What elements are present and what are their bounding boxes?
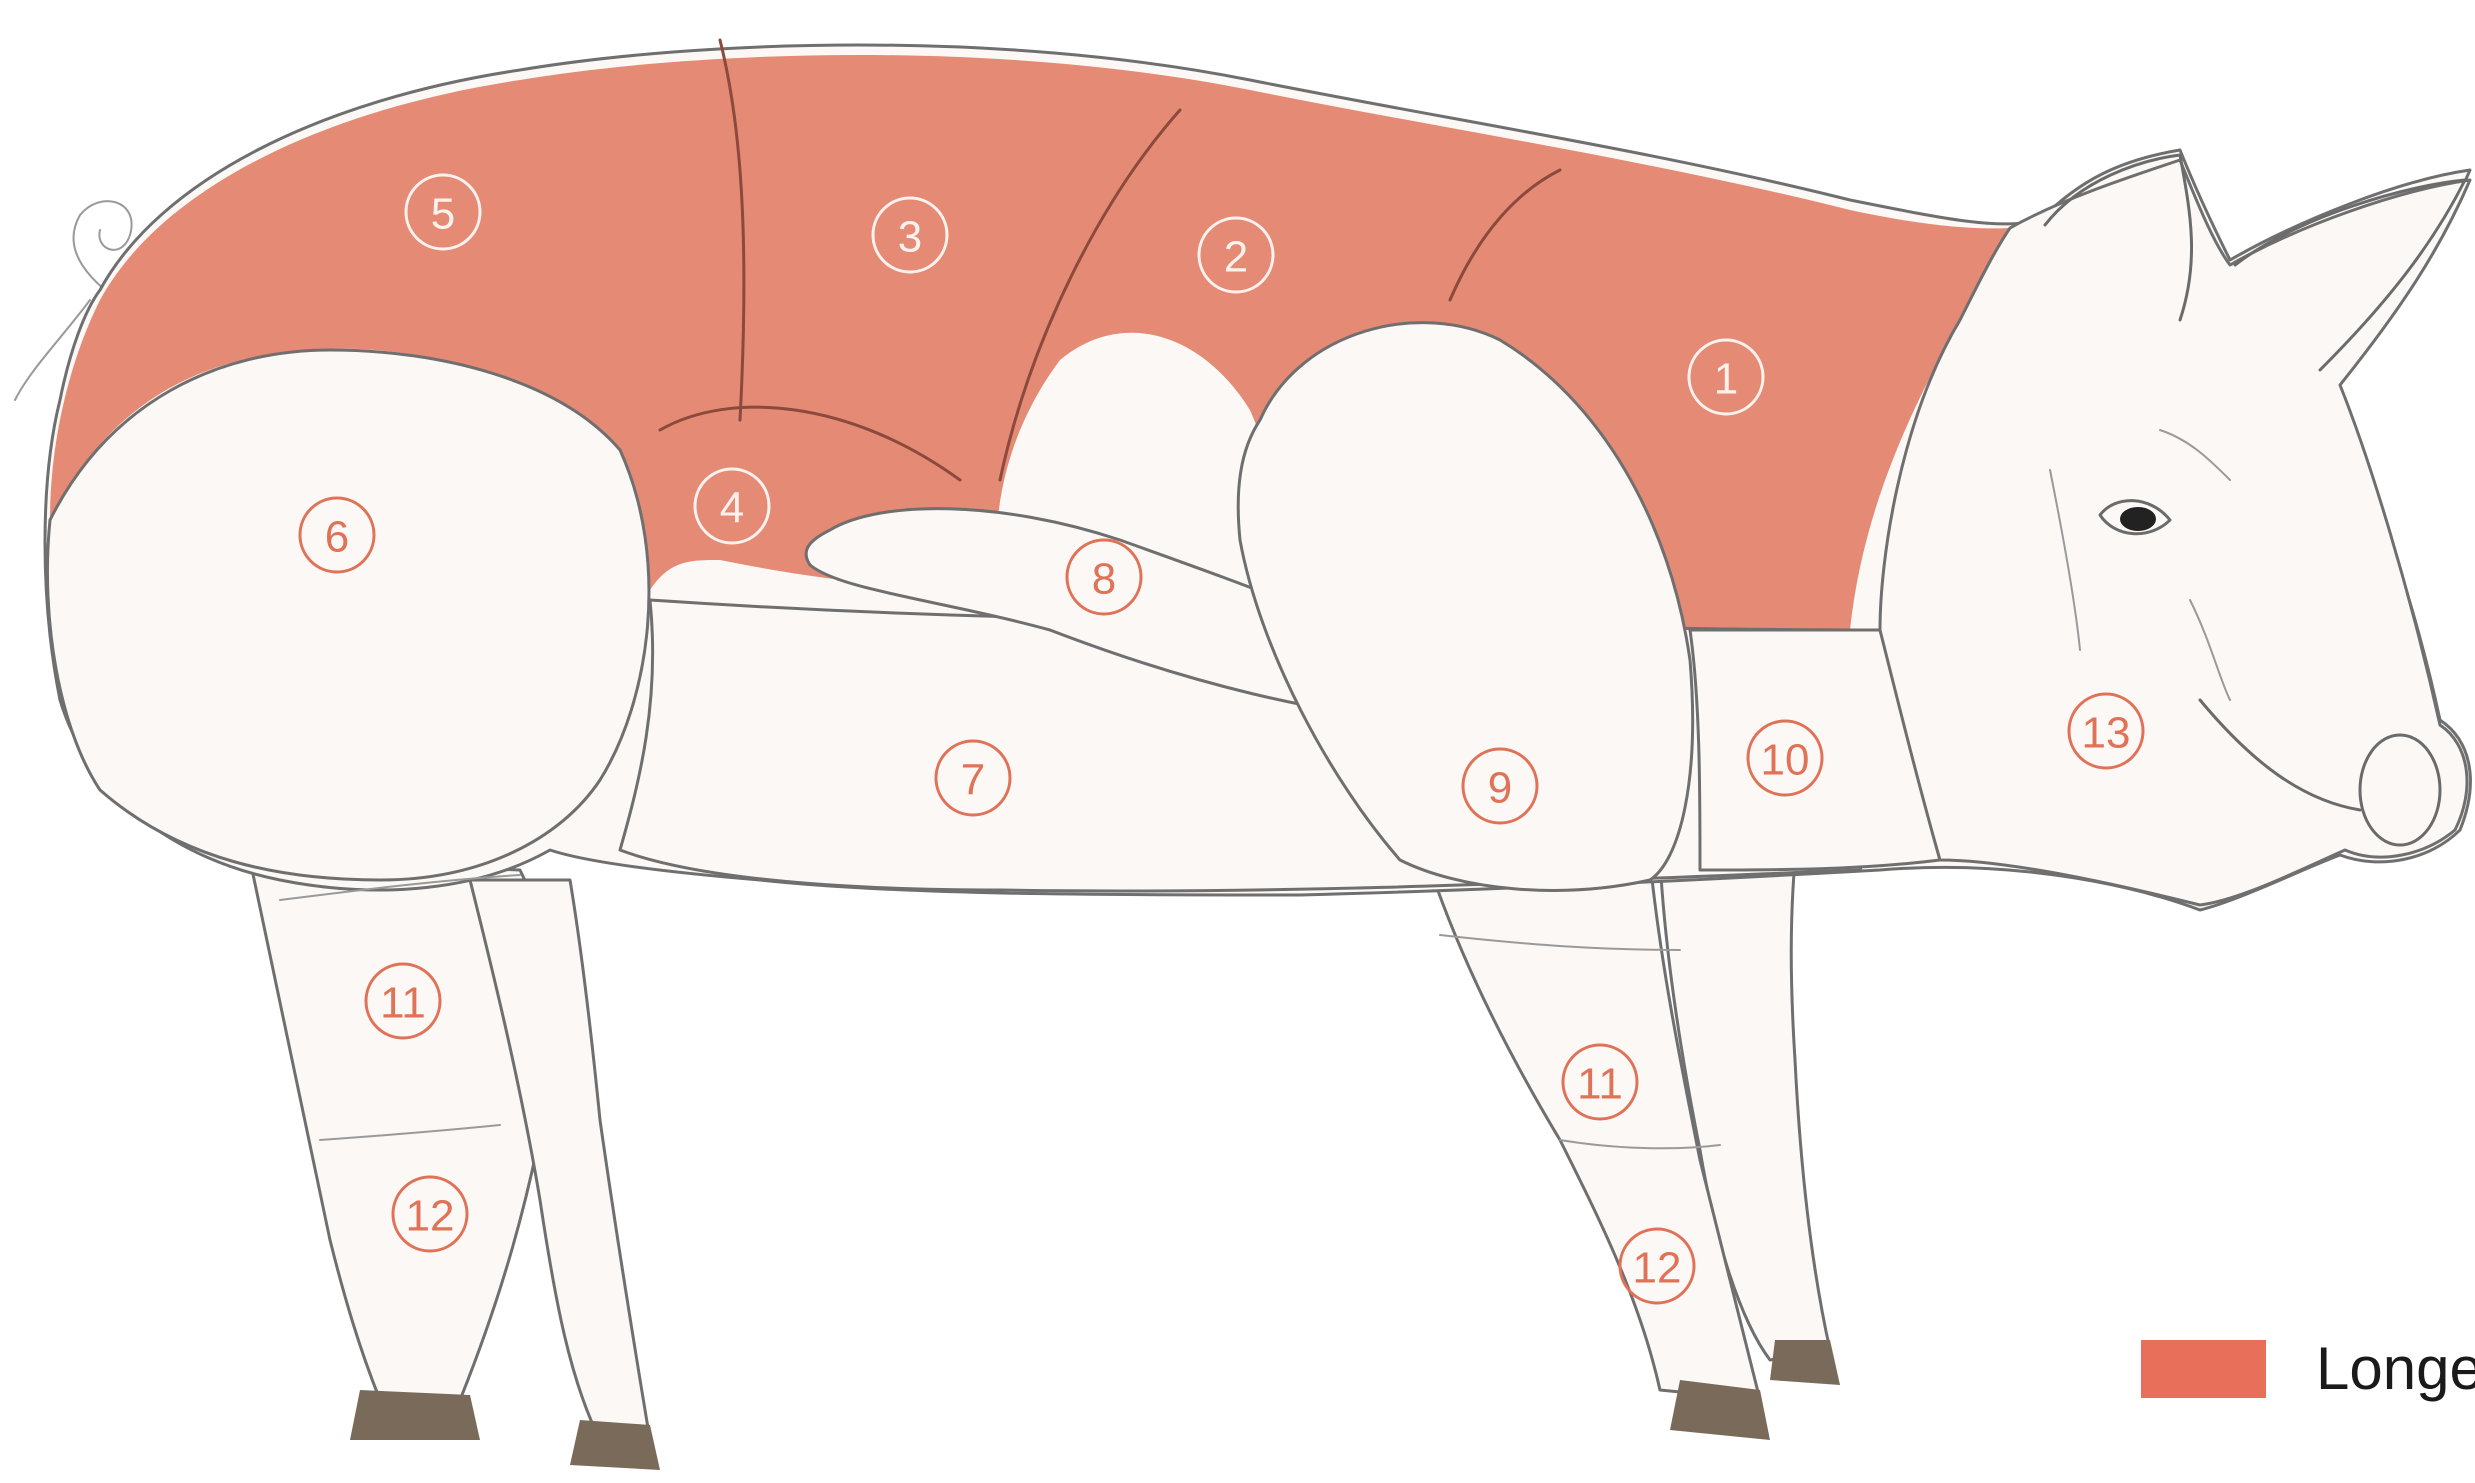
hoof-fore-back: [1770, 1340, 1840, 1385]
hoof-hind-back: [350, 1390, 480, 1440]
region-label-number: 12: [406, 1192, 455, 1241]
region-label-number: 3: [898, 213, 922, 262]
region-label-number: 10: [1761, 736, 1810, 785]
pig-eye: [2120, 507, 2156, 531]
region-label-number: 2: [1224, 233, 1248, 282]
hoof-hind-front: [570, 1420, 660, 1470]
region-label-number: 9: [1488, 764, 1512, 813]
region-label-number: 7: [961, 756, 985, 805]
region-label-number: 4: [720, 484, 744, 533]
ham-region: [47, 350, 649, 880]
region-label-number: 6: [325, 513, 349, 562]
region-label-number: 5: [431, 190, 455, 239]
region-label-number: 13: [2082, 709, 2131, 758]
legend-label: Longe: [2316, 1339, 2475, 1399]
region-label-number: 11: [1577, 1060, 1623, 1109]
region-label-number: 1: [1714, 355, 1738, 404]
region-label-number: 8: [1092, 555, 1116, 604]
legend-swatch: [2141, 1340, 2266, 1398]
region-label-number: 11: [380, 979, 426, 1028]
region-label-number: 12: [1633, 1244, 1682, 1293]
legend: Longe: [2141, 1339, 2475, 1399]
